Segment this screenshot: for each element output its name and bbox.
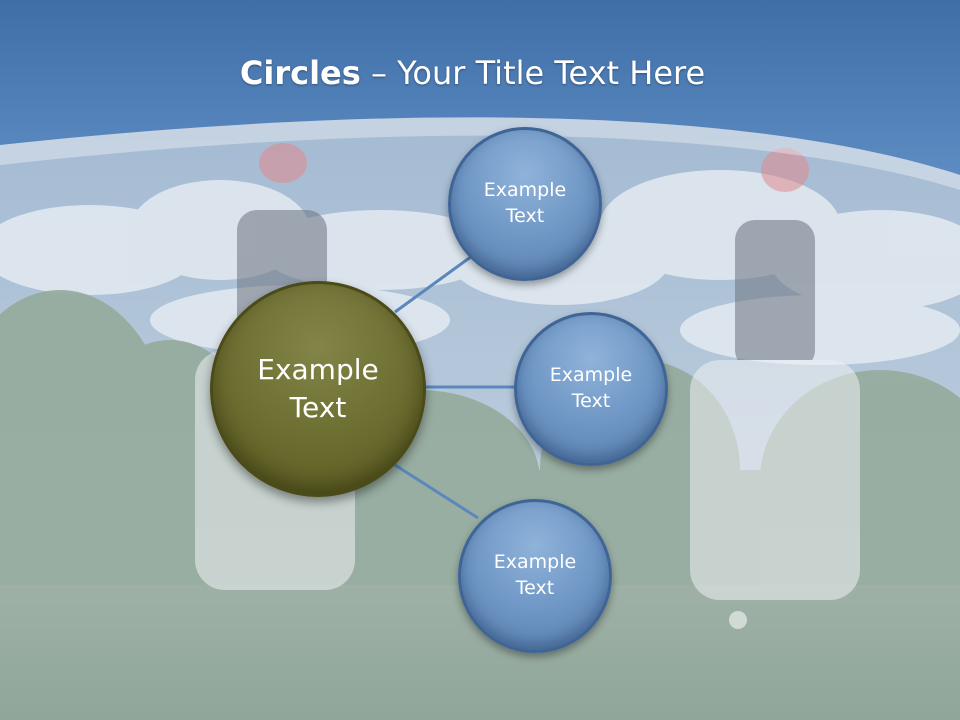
title-rest: – Your Title Text Here (360, 54, 706, 92)
circle-middle-line2: Text (571, 390, 611, 412)
center-circle: Example Text (210, 281, 426, 497)
circle-top-line2: Text (505, 205, 545, 227)
connector-bottom (394, 463, 479, 520)
center-circle-line2: Text (289, 391, 347, 424)
circle-top: Example Text (448, 127, 602, 281)
circle-bottom: Example Text (458, 499, 612, 653)
circle-bottom-line1: Example (493, 551, 577, 574)
circle-middle-line1: Example (549, 364, 633, 387)
circle-top-line1: Example (483, 179, 567, 202)
connector-top (394, 254, 473, 314)
center-circle-line1: Example (257, 353, 379, 387)
slide-title: Circles – Your Title Text Here (0, 54, 945, 92)
circle-bottom-line2: Text (515, 577, 555, 599)
circle-middle: Example Text (514, 312, 668, 466)
title-bold: Circles (239, 54, 361, 92)
